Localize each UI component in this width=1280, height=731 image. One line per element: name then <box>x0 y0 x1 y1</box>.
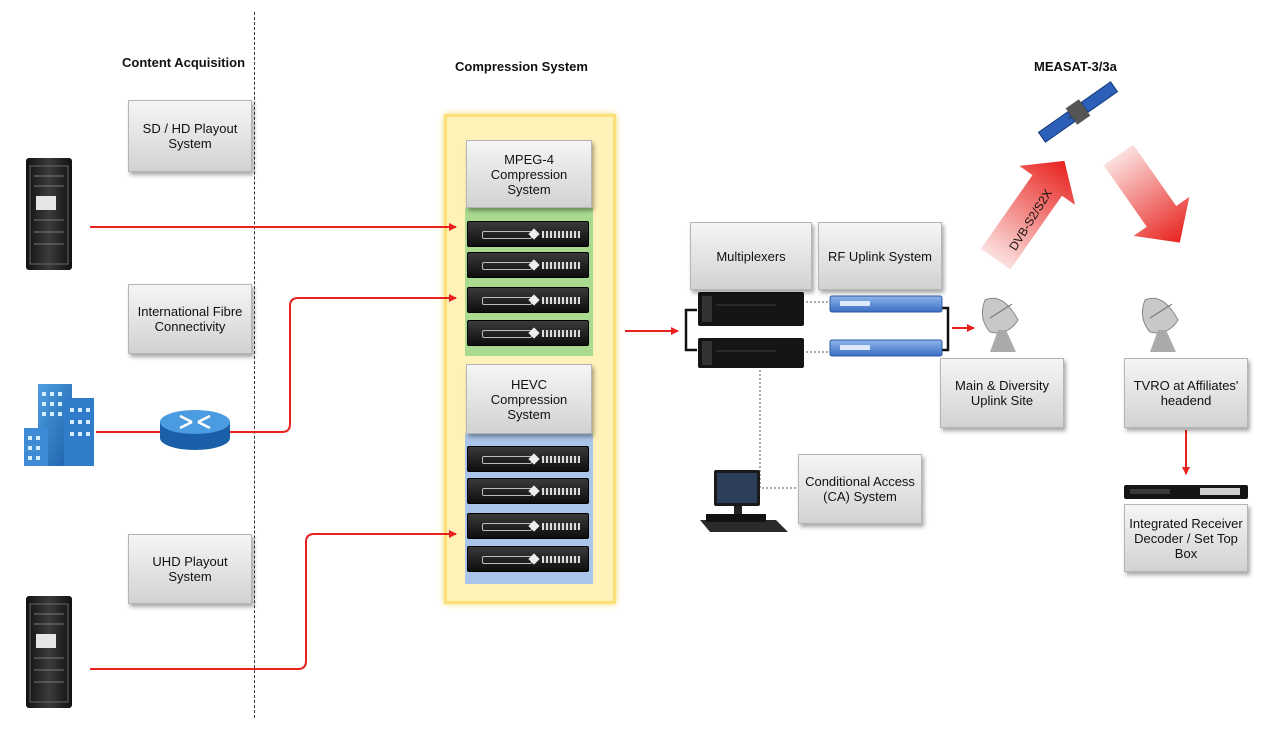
rf-uplink-box: RF Uplink System <box>818 222 942 290</box>
compression-system-header: Compression System <box>455 59 588 74</box>
mpeg4-encoder-2 <box>467 252 589 278</box>
uplink-bracket <box>940 306 950 352</box>
uhd-playout-box: UHD Playout System <box>128 534 252 604</box>
server-rack-icon <box>26 158 72 270</box>
uplink-dish-icon <box>981 297 1019 352</box>
hevc-encoder-1 <box>467 446 589 472</box>
acquisition-divider <box>254 12 255 718</box>
content-acquisition-header: Content Acquisition <box>122 55 246 70</box>
mux-bracket <box>684 308 697 352</box>
mpeg4-compression-box: MPEG-4 Compression System <box>466 140 592 208</box>
computer-icon <box>700 470 788 532</box>
mpeg4-encoder-1 <box>467 221 589 247</box>
ird-box: Integrated Receiver Decoder / Set Top Bo… <box>1124 504 1248 572</box>
uplink-beam-arrow <box>980 160 1076 270</box>
hevc-encoder-2 <box>467 478 589 504</box>
mpeg4-encoder-4 <box>467 320 589 346</box>
sd-hd-playout-box: SD / HD Playout System <box>128 100 252 172</box>
uhd-arrow <box>90 530 457 670</box>
mpeg4-encoder-3 <box>467 287 589 313</box>
buildings-icon <box>24 384 94 466</box>
tvro-box: TVRO at Affiliates' headend <box>1124 358 1248 428</box>
ca-connector <box>759 370 798 489</box>
hevc-encoder-3 <box>467 513 589 539</box>
rf-uplink-device-icon <box>829 295 943 313</box>
hevc-encoder-4 <box>467 546 589 572</box>
multiplexers-box: Multiplexers <box>690 222 812 290</box>
fibre-arrow <box>230 294 457 433</box>
hevc-compression-box: HEVC Compression System <box>466 364 592 434</box>
main-diversity-uplink-box: Main & Diversity Uplink Site <box>940 358 1064 428</box>
ird-device-icon <box>1124 485 1248 499</box>
downlink-beam-arrow <box>1103 144 1190 243</box>
router-icon <box>160 410 230 450</box>
satellite-header: MEASAT-3/3a <box>1034 59 1117 74</box>
tvro-dish-icon <box>1141 297 1179 352</box>
conditional-access-box: Conditional Access (CA) System <box>798 454 922 524</box>
satellite-icon <box>1037 81 1119 143</box>
server-rack-icon <box>26 596 72 708</box>
intl-fibre-box: International Fibre Connectivity <box>128 284 252 354</box>
multiplexer-device-icon <box>698 338 804 368</box>
rf-uplink-device-icon <box>829 339 943 357</box>
multiplexer-device-icon <box>698 292 804 326</box>
